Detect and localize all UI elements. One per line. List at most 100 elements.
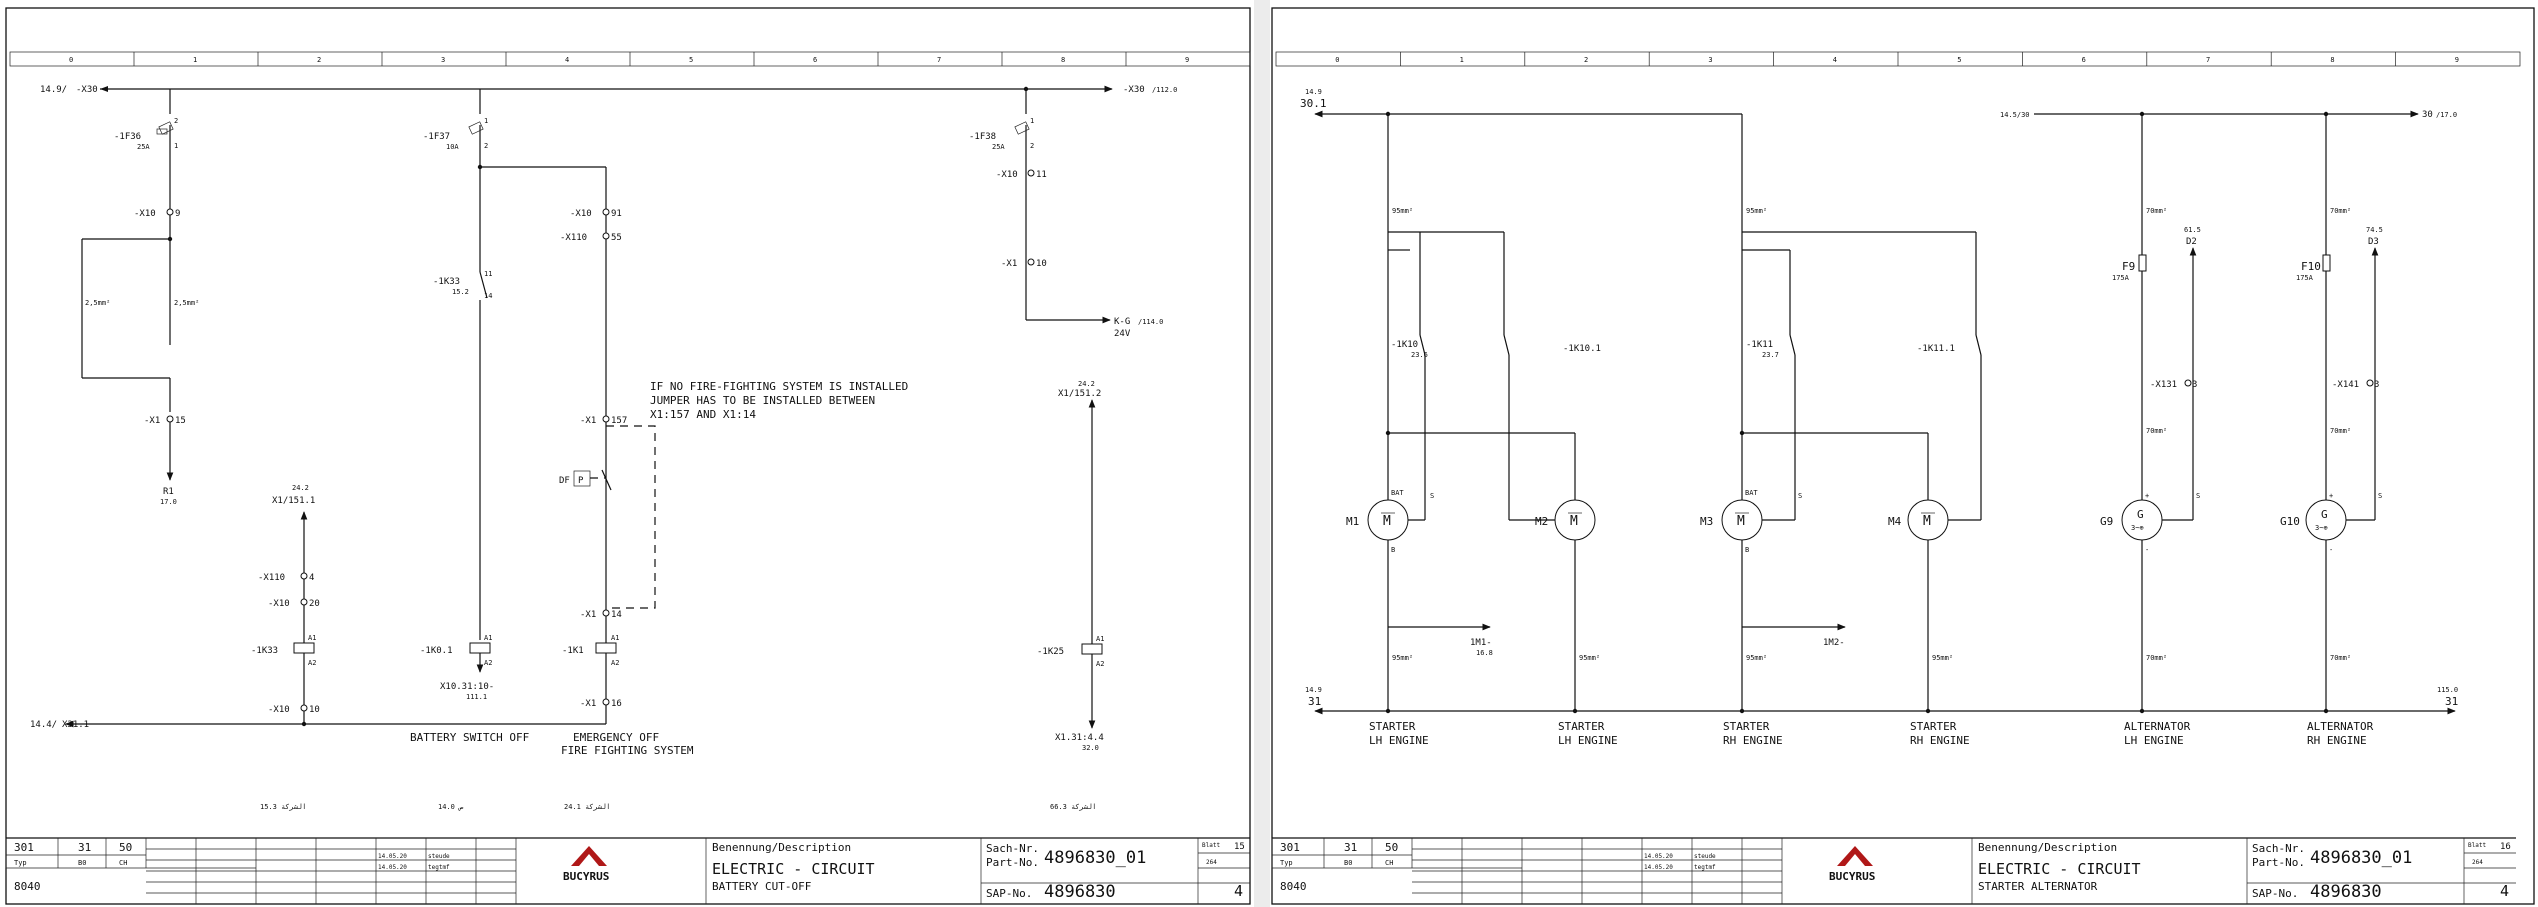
fuse-f10-value: 175A	[2296, 274, 2314, 282]
tb-field: B0	[1344, 859, 1352, 867]
motor-m3: M3	[1700, 515, 1713, 528]
coil-pin: A1	[611, 634, 619, 642]
relay-coil-k33-branch: 24.2 X1/151.1 -X110 4 -X10 20 -1K33 A1 A…	[251, 484, 320, 724]
bucyrus-logo-mark-inner	[1845, 854, 1865, 866]
kg-voltage: 24V	[1114, 329, 1131, 339]
tb-date: 14.05.20	[378, 864, 407, 871]
cable-size: 95mm²	[1392, 654, 1413, 662]
tb-desc-1: ELECTRIC - CIRCUIT	[1978, 860, 2141, 878]
terminal-x1-157: -X1	[580, 416, 596, 426]
fuse-f36-value: 25A	[137, 143, 150, 151]
terminal-x110-4: -X110	[258, 573, 285, 583]
caption: RH ENGINE	[2307, 734, 2367, 747]
tb-sach-label: Sach-Nr.	[2252, 842, 2305, 855]
tb-blatt: Blatt	[2468, 842, 2486, 849]
terminal-number: 15	[175, 416, 186, 426]
bus-31-out: 31	[2445, 695, 2458, 708]
relay-coil-k25-branch: 24.2 X1/151.2 -1K25 A1 A2 X1.31:4.4 32.0	[1037, 380, 1104, 752]
x31-ref: 14.4/	[30, 720, 57, 730]
column-label: 8	[2330, 56, 2334, 64]
pin-minus: -	[2329, 546, 2333, 554]
column-label: 5	[1957, 56, 1961, 64]
terminal-x131: -X131	[2150, 380, 2177, 390]
coil-pin: A1	[1096, 635, 1104, 643]
terminal-number: 91	[611, 209, 622, 219]
generator-g9: G9	[2100, 515, 2113, 528]
relay-contact-k10-1: -1K10.1	[1563, 344, 1601, 354]
pin-b: B	[1391, 546, 1395, 554]
coil-pin: A1	[484, 634, 492, 642]
tb-field: 31	[78, 841, 91, 854]
cable-size: 70mm²	[2330, 654, 2351, 662]
pin-label: 1	[174, 142, 178, 150]
tb-part-no: 4896830_01	[2310, 848, 2412, 868]
sheet-2-border	[1271, 7, 2535, 905]
pin-label: 11	[484, 270, 492, 278]
tb-part-label: Part-No.	[2252, 856, 2305, 869]
tb-sap-label: SAP-No.	[2252, 887, 2298, 900]
pin-label: 1	[484, 117, 488, 125]
r1-ref: R1	[163, 487, 174, 497]
terminal-x1-16: -X1	[580, 699, 596, 709]
column-label: 4	[1833, 56, 1837, 64]
tb-date: 14.05.20	[1644, 864, 1673, 871]
tb-desc-1: ELECTRIC - CIRCUIT	[712, 860, 875, 878]
caption: ALTERNATOR	[2124, 720, 2191, 733]
pin-d: S	[2196, 492, 2200, 500]
tb-desc-2: BATTERY CUT-OFF	[712, 880, 811, 893]
cable-size: 70mm²	[2146, 654, 2167, 662]
jumper-note: IF NO FIRE-FIGHTING SYSTEM IS INSTALLED …	[650, 380, 908, 421]
terminal-x1-15: -X1	[144, 416, 160, 426]
x1-151-ref: 24.2	[292, 484, 309, 492]
terminal-number: 3	[2192, 380, 2197, 390]
cable-size: 2,5mm²	[174, 299, 199, 307]
caption-battery-switch-off: BATTERY SWITCH OFF	[410, 731, 529, 744]
df-label: DF	[559, 476, 570, 486]
pin-b: B	[1745, 546, 1749, 554]
tb-desc-2: STARTER ALTERNATOR	[1978, 880, 2098, 893]
terminal-number: 11	[1036, 170, 1047, 180]
emergency-off-branch: -X10 91 -X110 55 -X1 157 DF P -X1 14 -1K…	[559, 167, 656, 724]
busbar-x30: 14.9/ -X30 -X30 /112.0	[40, 85, 1177, 95]
terminal-number: 10	[309, 705, 320, 715]
column-label: 6	[2082, 56, 2086, 64]
tb-field: Typ	[14, 859, 27, 867]
terminal-number: 157	[611, 416, 627, 426]
motor-symbol: M	[1737, 514, 1745, 529]
motor-symbol: M	[1923, 514, 1931, 529]
column-label: 0	[1335, 56, 1339, 64]
kg-ref: /114.0	[1138, 318, 1163, 326]
alternator-rh-engine: 70mm² 70mm² 70mm² F10 175A 74.5 D3 -X141…	[2280, 114, 2383, 714]
k10-ref: 23.6	[1411, 351, 1428, 359]
column-label: 8	[1061, 56, 1065, 64]
x1-31-page: 32.0	[1082, 744, 1099, 752]
tb-sheet-no: 15	[1234, 842, 1245, 852]
starter-lh-engine: 95mm² 95mm² -1K10 23.6 -1K10.1 95mm² M	[1346, 114, 1601, 714]
tb-model: 8040	[14, 880, 41, 893]
tb-date: 14.05.20	[1644, 853, 1673, 860]
tb-field: 50	[1385, 841, 1398, 854]
column-label: 7	[2206, 56, 2210, 64]
tb-sap-no: 4896830	[1044, 882, 1116, 902]
cross-ref: 24.1 الشركة	[564, 803, 610, 811]
alternator-lh-engine: 70mm² 70mm² 70mm² F9 175A 61.5 D2 -X131 …	[2100, 114, 2201, 714]
tb-field: B0	[78, 859, 86, 867]
kg-label: K-G	[1114, 317, 1130, 327]
k33-ref: 15.2	[452, 288, 469, 296]
tb-sheet-no: 16	[2500, 842, 2511, 852]
circuit-captions: STARTER LH ENGINE STARTER LH ENGINE STAR…	[1369, 720, 2374, 747]
bus-30-label: 30.1	[1300, 97, 1327, 110]
column-label: 0	[69, 56, 73, 64]
terminal-x110-55: -X110	[560, 233, 587, 243]
busbar-30: 14.9 30.1 14.5/30 30 /17.0	[1300, 88, 2457, 120]
x30-ref: 14.9/	[40, 85, 67, 95]
d3-ref: 74.5	[2366, 226, 2383, 234]
x1-31-ref: X1.31:4.4	[1055, 733, 1104, 743]
bus-31-out-ref: 115.0	[2437, 686, 2458, 694]
cable-size: 95mm²	[1932, 654, 1953, 662]
terminal-number: 3	[2374, 380, 2379, 390]
terminal-number: 16	[611, 699, 622, 709]
